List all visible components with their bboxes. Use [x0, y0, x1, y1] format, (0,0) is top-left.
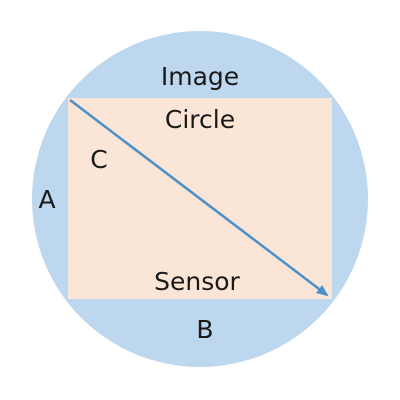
- diagonal-label: C: [90, 145, 107, 174]
- width-label: B: [196, 315, 213, 344]
- sensor-diagonal-arrow: [69, 99, 329, 297]
- height-label: A: [38, 185, 55, 214]
- image-circle-label-line2: Circle: [165, 105, 235, 134]
- image-circle-label-line1: Image: [161, 62, 239, 91]
- sensor-label: Sensor: [154, 267, 240, 296]
